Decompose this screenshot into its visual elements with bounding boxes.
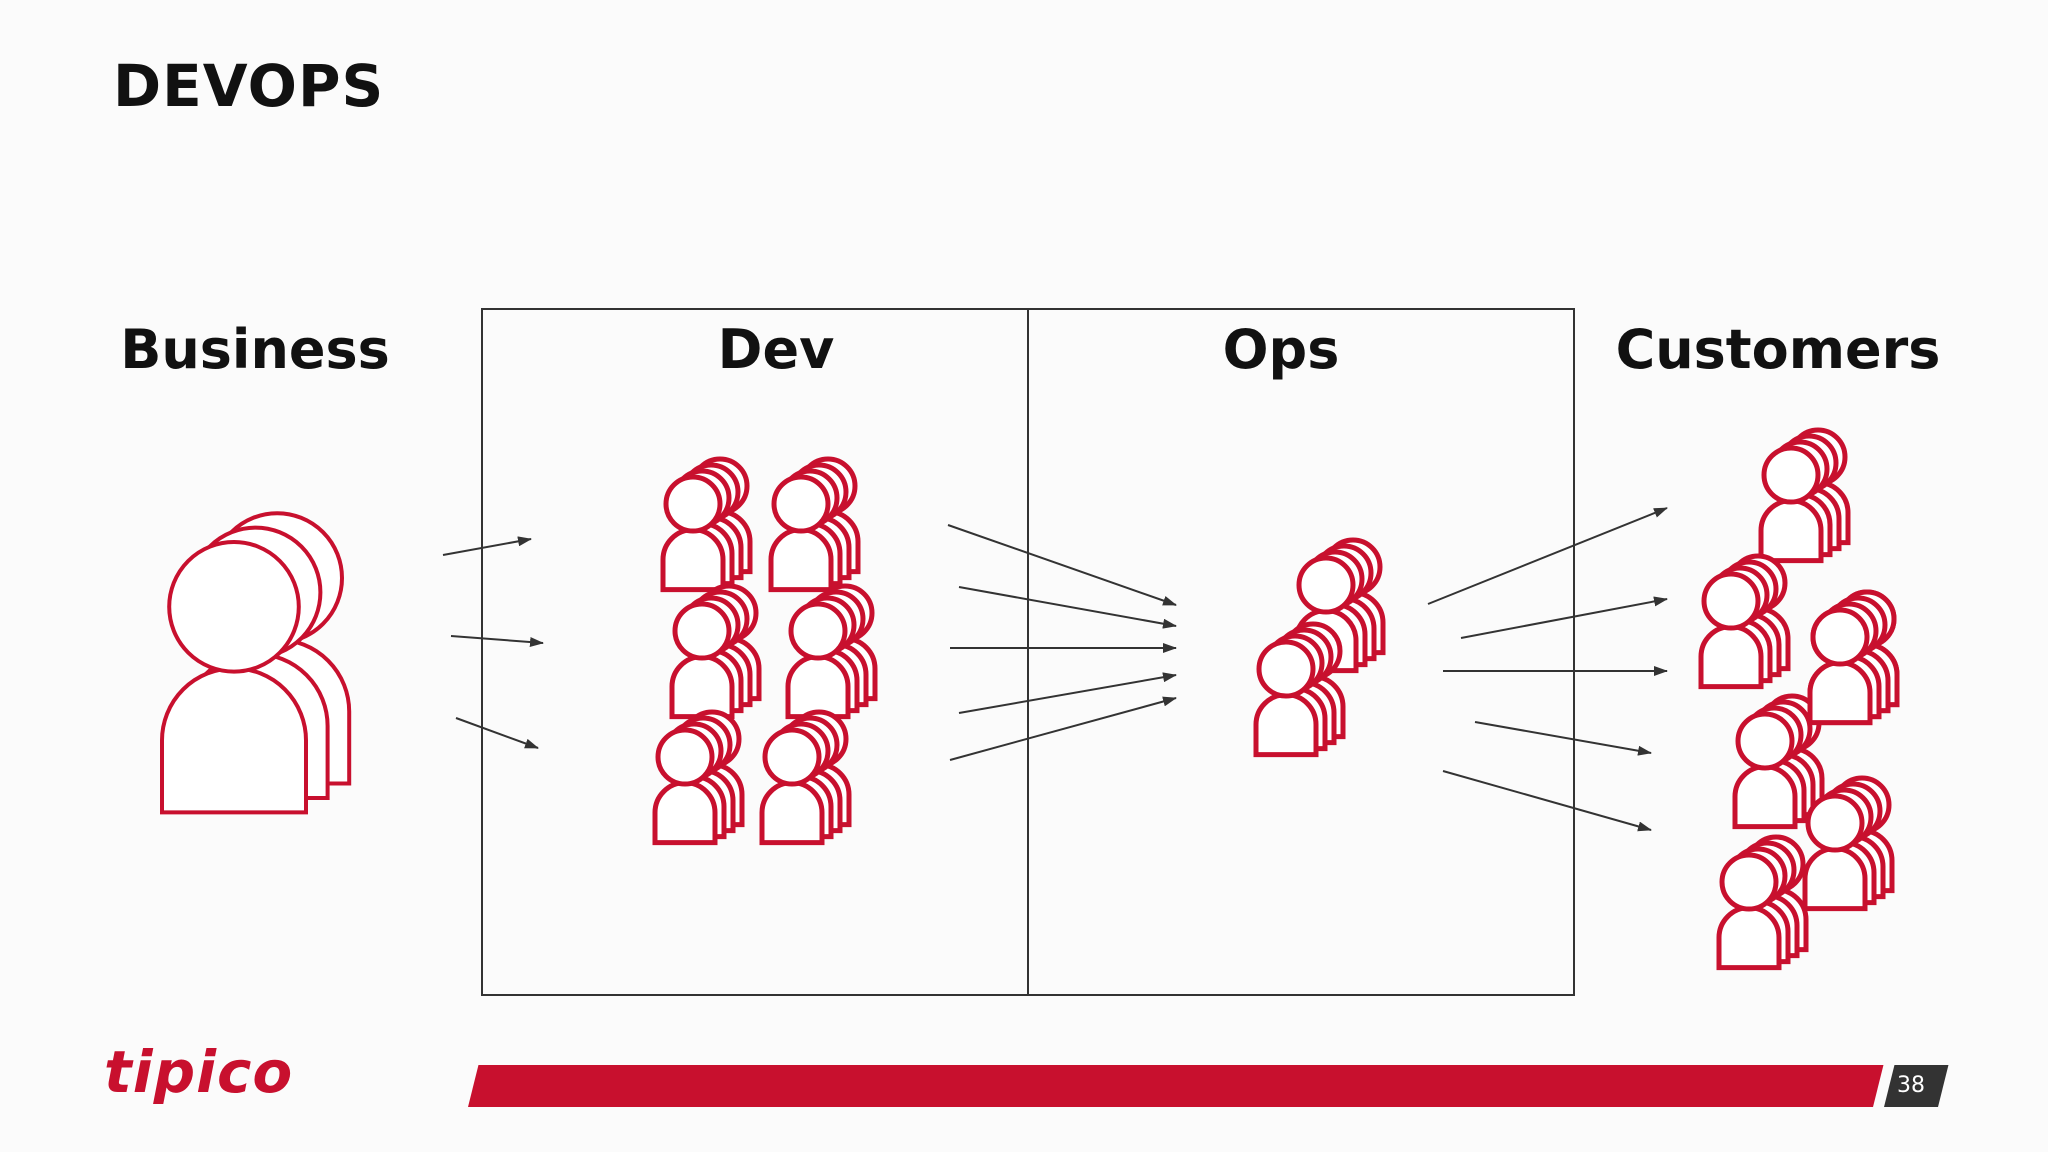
arrows-group xyxy=(442,507,1668,832)
customer-person-icon xyxy=(1732,693,1825,830)
slide-title: DEVOPS xyxy=(113,52,385,120)
dev-person-icon xyxy=(759,709,852,846)
flow-arrow xyxy=(442,536,532,556)
customer-person-icon xyxy=(1802,775,1895,912)
flow-arrow xyxy=(455,717,539,749)
tipico-logo: tipico xyxy=(104,1038,294,1106)
column-label-customers: Customers xyxy=(1615,318,1941,381)
business-person-icon xyxy=(160,511,352,815)
ops-person-icon xyxy=(1253,621,1346,758)
footer-bar xyxy=(468,1065,1884,1107)
people-group xyxy=(160,427,1900,971)
flow-arrow xyxy=(1474,721,1652,756)
customer-person-icon xyxy=(1716,834,1809,971)
flow-arrow xyxy=(958,586,1177,629)
flow-arrow xyxy=(1442,770,1652,832)
dev-person-icon xyxy=(652,709,745,846)
page-number: 38 xyxy=(1897,1073,1925,1098)
dev-person-icon xyxy=(660,456,753,593)
column-label-dev: Dev xyxy=(717,318,835,381)
dev-person-icon xyxy=(785,583,878,720)
column-label-ops: Ops xyxy=(1222,318,1340,381)
customer-person-icon xyxy=(1807,589,1900,726)
customer-person-icon xyxy=(1758,427,1851,564)
flow-arrow xyxy=(949,696,1177,761)
dev-person-icon xyxy=(669,583,762,720)
flow-arrow xyxy=(947,524,1177,606)
column-label-business: Business xyxy=(120,318,390,381)
dev-person-icon xyxy=(768,456,861,593)
customer-person-icon xyxy=(1698,553,1791,690)
flow-arrow xyxy=(1427,507,1668,605)
flow-arrow xyxy=(1460,596,1668,639)
flow-arrow xyxy=(450,635,544,647)
flow-arrow xyxy=(958,672,1177,714)
